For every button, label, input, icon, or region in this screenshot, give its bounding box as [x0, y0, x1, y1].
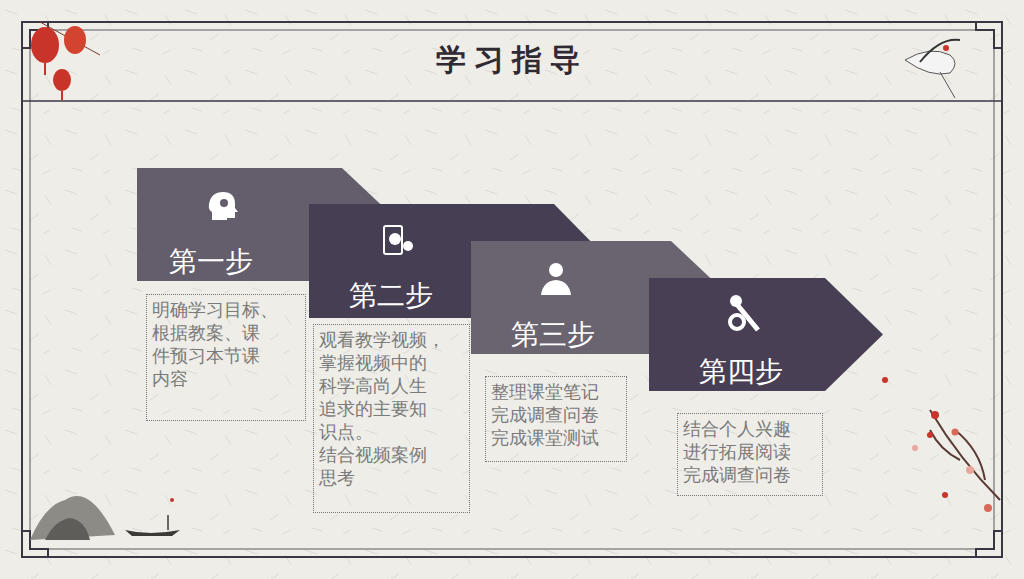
page-title: 学习指导: [0, 40, 1024, 81]
step-description-box: 明确学习目标、 根据教案、课 件预习本节课 内容: [146, 294, 306, 421]
lanterns: [31, 22, 100, 100]
step-description-box: 观看教学视频， 掌握视频中的 科学高尚人生 追求的主要知 识点。结合视频案例 思…: [313, 324, 470, 513]
step-label: 第四步: [699, 358, 783, 386]
step-banner: 第四步: [649, 278, 883, 391]
step-description: 明确学习目标、 根据教案、课 件预习本节课 内容: [152, 298, 300, 390]
step-description: 观看教学视频， 掌握视频中的 科学高尚人生 追求的主要知 识点。: [319, 328, 464, 443]
step-label: 第一步: [169, 248, 253, 276]
tools-icon: [730, 295, 758, 330]
step-description: 整理课堂笔记 完成调查问卷 完成课堂测试: [491, 380, 621, 449]
mountain-boat: [30, 496, 180, 540]
step-description: 结合个人兴趣 进行拓展阅读 完成调查问卷: [683, 417, 817, 486]
person-icon: [541, 263, 571, 295]
frame: [22, 22, 1002, 557]
arrow-fill: [649, 278, 883, 391]
step-description: 结合视频案例 思考: [319, 443, 464, 489]
phone-money-icon: [384, 226, 413, 254]
head-gear-icon: [209, 192, 238, 220]
plum-blossom: [882, 377, 1000, 512]
step-label: 第二步: [349, 282, 433, 310]
step-description-box: 结合个人兴趣 进行拓展阅读 完成调查问卷: [677, 413, 823, 496]
step-label: 第三步: [511, 321, 595, 349]
step-description-box: 整理课堂笔记 完成调查问卷 完成课堂测试: [485, 376, 627, 462]
crane: [905, 40, 960, 98]
